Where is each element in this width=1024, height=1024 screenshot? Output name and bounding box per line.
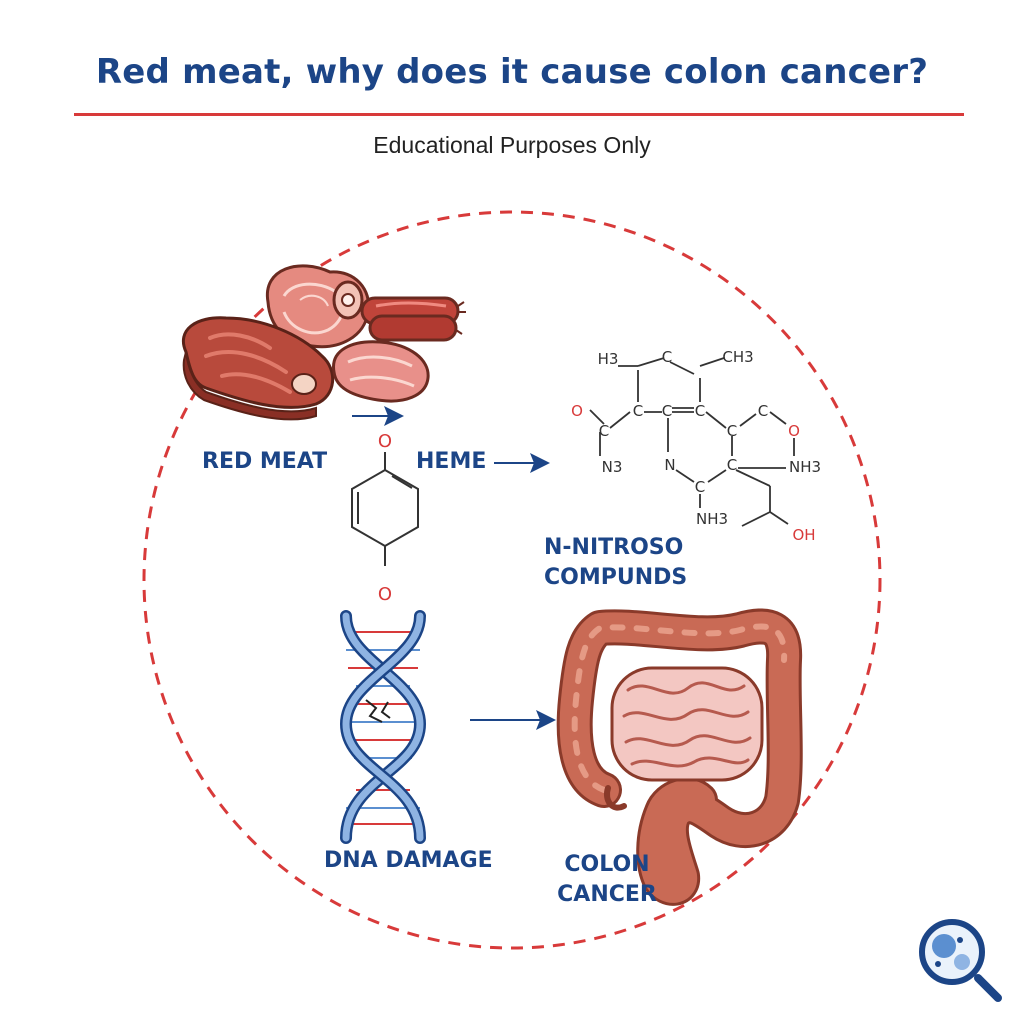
node-n-nitroso-line1: N-NITROSO	[544, 535, 684, 560]
node-heme: HEME	[416, 449, 487, 474]
node-red-meat: RED MEAT	[202, 449, 328, 474]
atom-oh: OH	[792, 526, 815, 544]
steak-icon	[182, 316, 335, 421]
atom-o-left: O	[571, 402, 583, 420]
page-title: Red meat, why does it cause colon cancer…	[95, 52, 929, 92]
node-colon-cancer-line1: COLON	[564, 852, 650, 877]
atom-c1: C	[662, 348, 672, 366]
nitroso-atom-labels: H3 C CH3 C C C C O C C O N3 N C NH3 C NH…	[571, 348, 821, 544]
colon-illustration	[556, 608, 803, 906]
node-colon-cancer-line2: CANCER	[557, 882, 657, 907]
node-dna-damage: DNA DAMAGE	[324, 848, 493, 873]
atom-c4: C	[695, 402, 705, 420]
nitroso-structure	[589, 357, 795, 527]
atom-c3: C	[662, 402, 672, 420]
sausage-icon	[360, 296, 466, 342]
atom-c2: C	[633, 402, 643, 420]
atom-c7: C	[727, 422, 737, 440]
heme-structure	[351, 452, 419, 566]
atom-c9: C	[695, 478, 705, 496]
atom-ch3: CH3	[722, 348, 753, 366]
dna-break-icon	[365, 699, 391, 723]
atom-c8: C	[727, 456, 737, 474]
atom-n-ring: N	[664, 456, 675, 474]
meat-slice-icon	[332, 340, 430, 403]
atom-c6: C	[599, 422, 609, 440]
atom-nh3-right: NH3	[789, 458, 821, 476]
page-subtitle: Educational Purposes Only	[373, 132, 651, 158]
red-meat-illustration	[182, 264, 466, 421]
dna-helix-illustration	[339, 610, 427, 844]
atom-n3: N3	[602, 458, 623, 476]
atom-o-ring: O	[788, 422, 800, 440]
dashed-cycle-circle	[142, 210, 882, 950]
atom-nh3-bottom: NH3	[696, 510, 728, 528]
node-n-nitroso-line2: COMPUNDS	[544, 565, 688, 590]
magnifier-logo-icon	[919, 919, 1002, 1002]
heme-oxygen-bottom: O	[378, 584, 392, 605]
heme-oxygen-top: O	[378, 431, 392, 452]
atom-h3: H3	[598, 350, 619, 368]
title-divider	[74, 113, 964, 116]
atom-c5: C	[758, 402, 768, 420]
